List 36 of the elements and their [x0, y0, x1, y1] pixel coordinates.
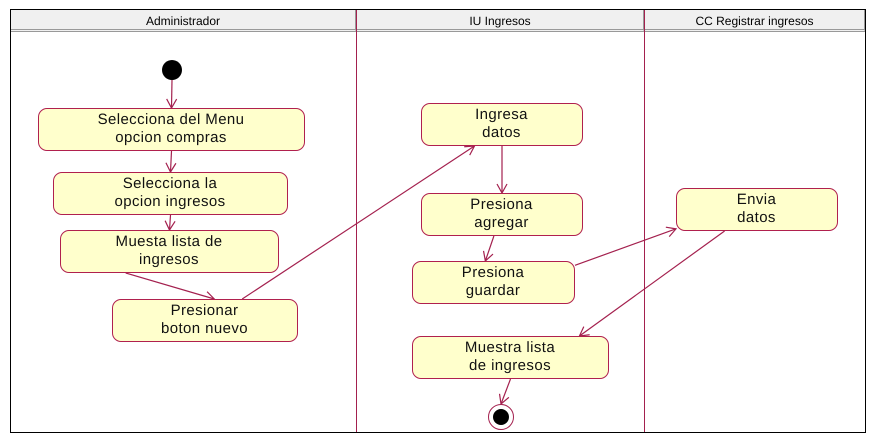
action-text: Muesta lista de ingresos [114, 233, 224, 269]
action-box [52, 172, 288, 214]
arrow [578, 230, 725, 337]
action-box [112, 298, 298, 342]
arrow [242, 145, 476, 300]
lane-header: Administrador [11, 10, 356, 32]
arrow [574, 226, 677, 266]
lane-header: IU Ingresos [357, 10, 644, 32]
action-box [420, 102, 582, 146]
arrow [165, 150, 177, 173]
swimlane [645, 10, 866, 432]
start-node [162, 60, 182, 80]
arrow [166, 80, 178, 109]
action-text: Selecciona la opcion ingresos [113, 175, 227, 211]
action-box [412, 336, 608, 378]
arrow [126, 272, 215, 302]
action-box [60, 230, 278, 272]
action-text: Ingresa datos [474, 106, 529, 142]
action-box [676, 188, 838, 230]
action-text: Envia datos [736, 191, 778, 227]
action-box [412, 260, 574, 304]
action-text: Presiona agregar [469, 196, 534, 232]
action-box [38, 108, 304, 150]
lane-header: CC Registrar ingresos [645, 10, 865, 32]
action-text: Presiona guardar [460, 264, 526, 300]
action-text: Selecciona del Menu opcion compras [96, 111, 246, 147]
action-text: Muestra lista de ingresos [464, 339, 556, 375]
action-box [420, 192, 582, 236]
action-text: Presionar boton nuevo [160, 302, 249, 338]
end-node [488, 404, 514, 430]
swimlane [357, 10, 645, 432]
swimlane [11, 10, 357, 432]
arrow [482, 236, 494, 262]
arrow [498, 378, 512, 405]
arrow [164, 214, 176, 231]
arrow [496, 146, 508, 194]
